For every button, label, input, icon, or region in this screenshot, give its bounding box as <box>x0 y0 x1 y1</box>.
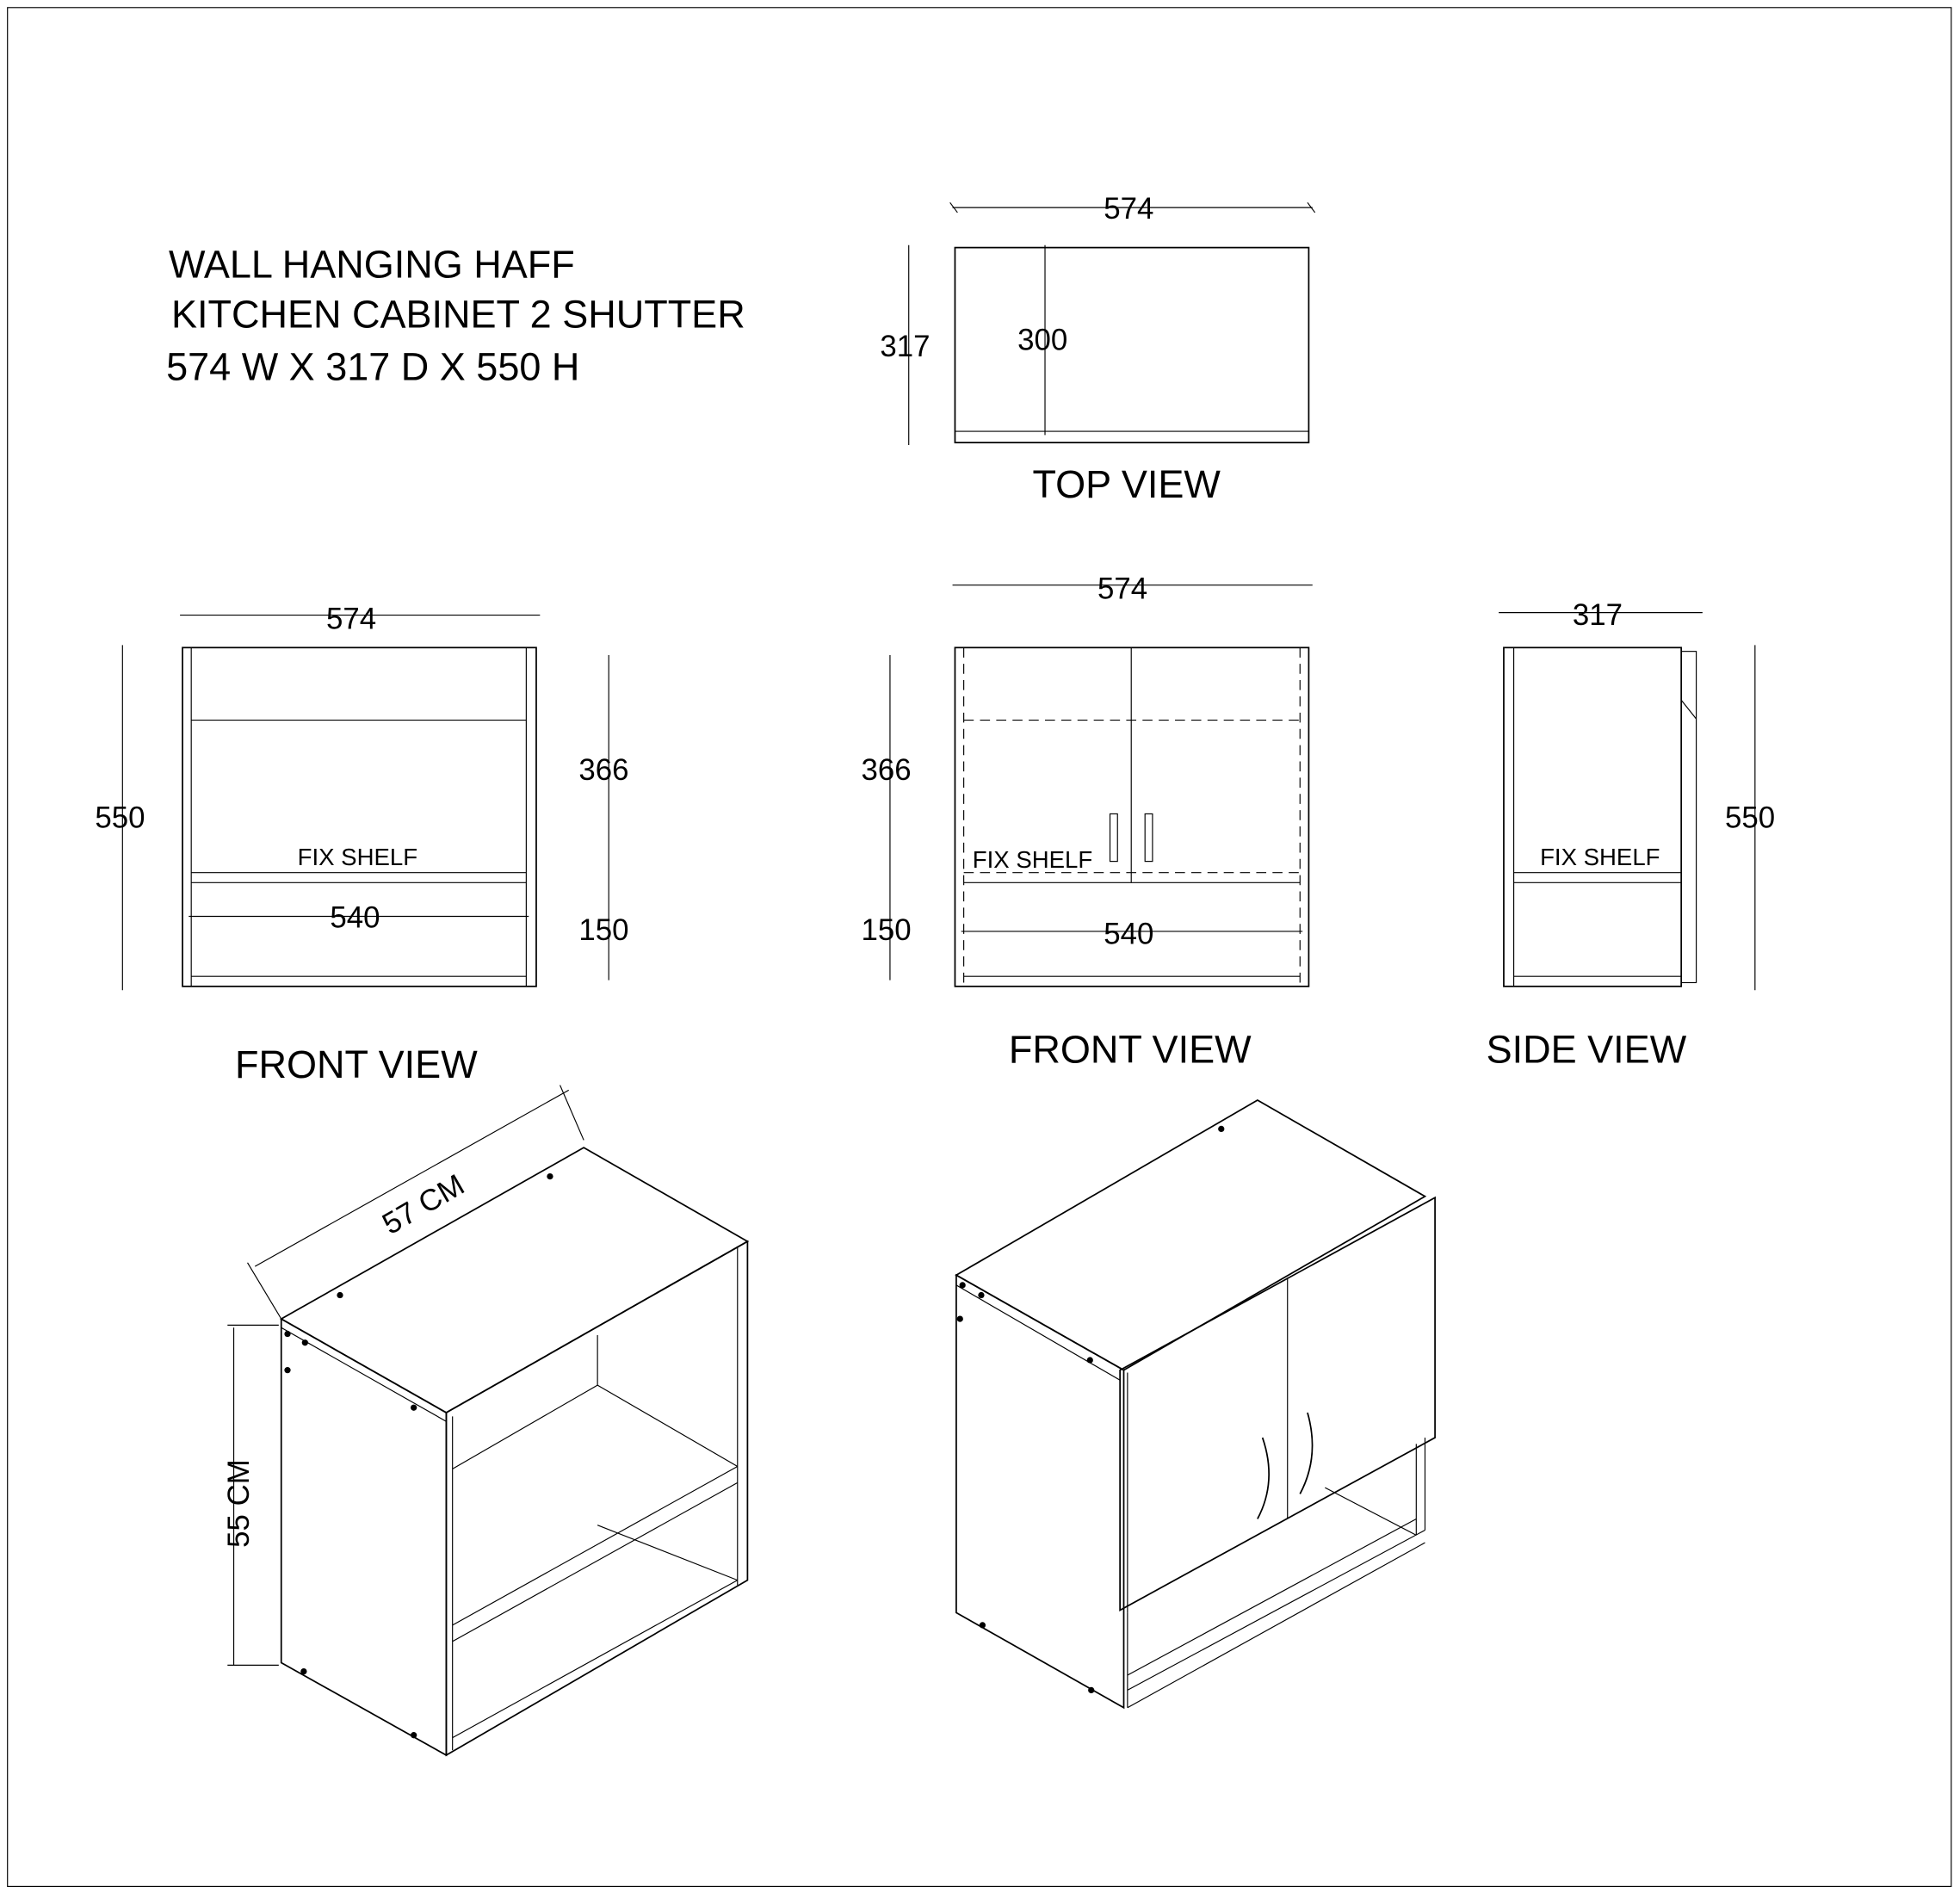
sheet-border <box>7 7 1952 1887</box>
top-depth-dim: 317 <box>880 330 930 363</box>
front-open-inner-width-dim: 540 <box>330 901 380 935</box>
front-open-upper-dim: 366 <box>578 753 628 787</box>
front-shutter-width-dim: 574 <box>1097 572 1147 606</box>
iso-open-cabinet: 57 CM 55 CM <box>222 1085 750 1757</box>
front-shutter-view-label: FRONT VIEW <box>1009 1027 1252 1071</box>
top-inner-depth-dim: 300 <box>1017 324 1067 357</box>
title-line-2: KITCHEN CABINET 2 SHUTTER <box>171 293 745 337</box>
front-shutter-inner-width-dim: 540 <box>1104 917 1153 950</box>
front-open-lower-dim: 150 <box>578 913 628 947</box>
door-handle-right <box>1299 1412 1314 1494</box>
top-width-dim: 574 <box>1104 192 1153 226</box>
screw-dots-2 <box>956 1125 1225 1694</box>
iso-height-dim: 55 CM <box>222 1459 256 1548</box>
title-block: WALL HANGING HAFF KITCHEN CABINET 2 SHUT… <box>166 242 745 388</box>
side-view-label: SIDE VIEW <box>1487 1027 1687 1071</box>
front-open-height-dim: 550 <box>95 801 145 834</box>
door-handle-left <box>1257 1437 1271 1519</box>
side-shelf-label: FIX SHELF <box>1540 844 1660 870</box>
front-shutter-lower-dim: 150 <box>862 913 912 947</box>
shutter-doors <box>1119 1196 1436 1611</box>
front-open-width-dim: 574 <box>326 603 376 636</box>
title-line-1: WALL HANGING HAFF <box>169 242 575 286</box>
side-height-dim: 550 <box>1725 801 1775 834</box>
top-view: 574 317 300 TOP VIEW <box>880 192 1316 506</box>
front-view-shutter: 574 366 150 540 FIX SHELF FRONT VIEW <box>862 572 1313 1071</box>
handle-left <box>1109 813 1118 863</box>
iso-width-dim: 57 CM <box>377 1168 470 1241</box>
iso-shutter-cabinet <box>955 1098 1436 1710</box>
front-view-open: 574 550 366 150 540 FIX SHELF FRONT VIEW <box>95 603 628 1086</box>
title-line-3: 574 W X 317 D X 550 H <box>166 345 579 389</box>
front-shutter-upper-dim: 366 <box>862 753 912 787</box>
side-view: 317 550 FIX SHELF SIDE VIEW <box>1487 598 1776 1071</box>
screw-dots <box>284 1172 553 1739</box>
front-open-shelf-label: FIX SHELF <box>298 844 417 870</box>
side-depth-dim: 317 <box>1573 598 1623 632</box>
front-open-view-label: FRONT VIEW <box>235 1042 478 1086</box>
top-view-label: TOP VIEW <box>1032 462 1221 506</box>
front-shutter-shelf-label: FIX SHELF <box>973 846 1092 873</box>
handle-right <box>1144 813 1153 863</box>
